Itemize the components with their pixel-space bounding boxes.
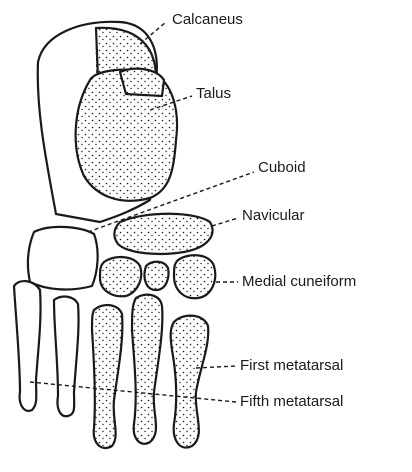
first-metatarsal-bone xyxy=(171,316,209,448)
fifth-metatarsal-label: Fifth metatarsal xyxy=(240,394,343,409)
cuboid-label: Cuboid xyxy=(258,160,306,175)
talus-label: Talus xyxy=(196,86,231,101)
medial-cuneiform-bone xyxy=(174,255,215,298)
intermediate-cuneiform-bone xyxy=(144,262,168,290)
lateral-cuneiform-bone xyxy=(100,257,141,296)
medial-cuneiform-label: Medial cuneiform xyxy=(242,274,356,289)
navicular-label: Navicular xyxy=(242,208,305,223)
fifth-metatarsal-bone xyxy=(14,281,41,411)
third-metatarsal-bone xyxy=(92,305,122,448)
cuboid-bone xyxy=(28,227,98,290)
second-metatarsal-bone xyxy=(132,295,162,444)
fourth-metatarsal-bone xyxy=(54,297,79,417)
navicular-leader xyxy=(212,218,238,226)
first-metatarsal-label: First metatarsal xyxy=(240,358,343,373)
talus-head xyxy=(120,69,164,96)
calcaneus-label: Calcaneus xyxy=(172,12,243,27)
navicular-bone xyxy=(114,214,212,254)
